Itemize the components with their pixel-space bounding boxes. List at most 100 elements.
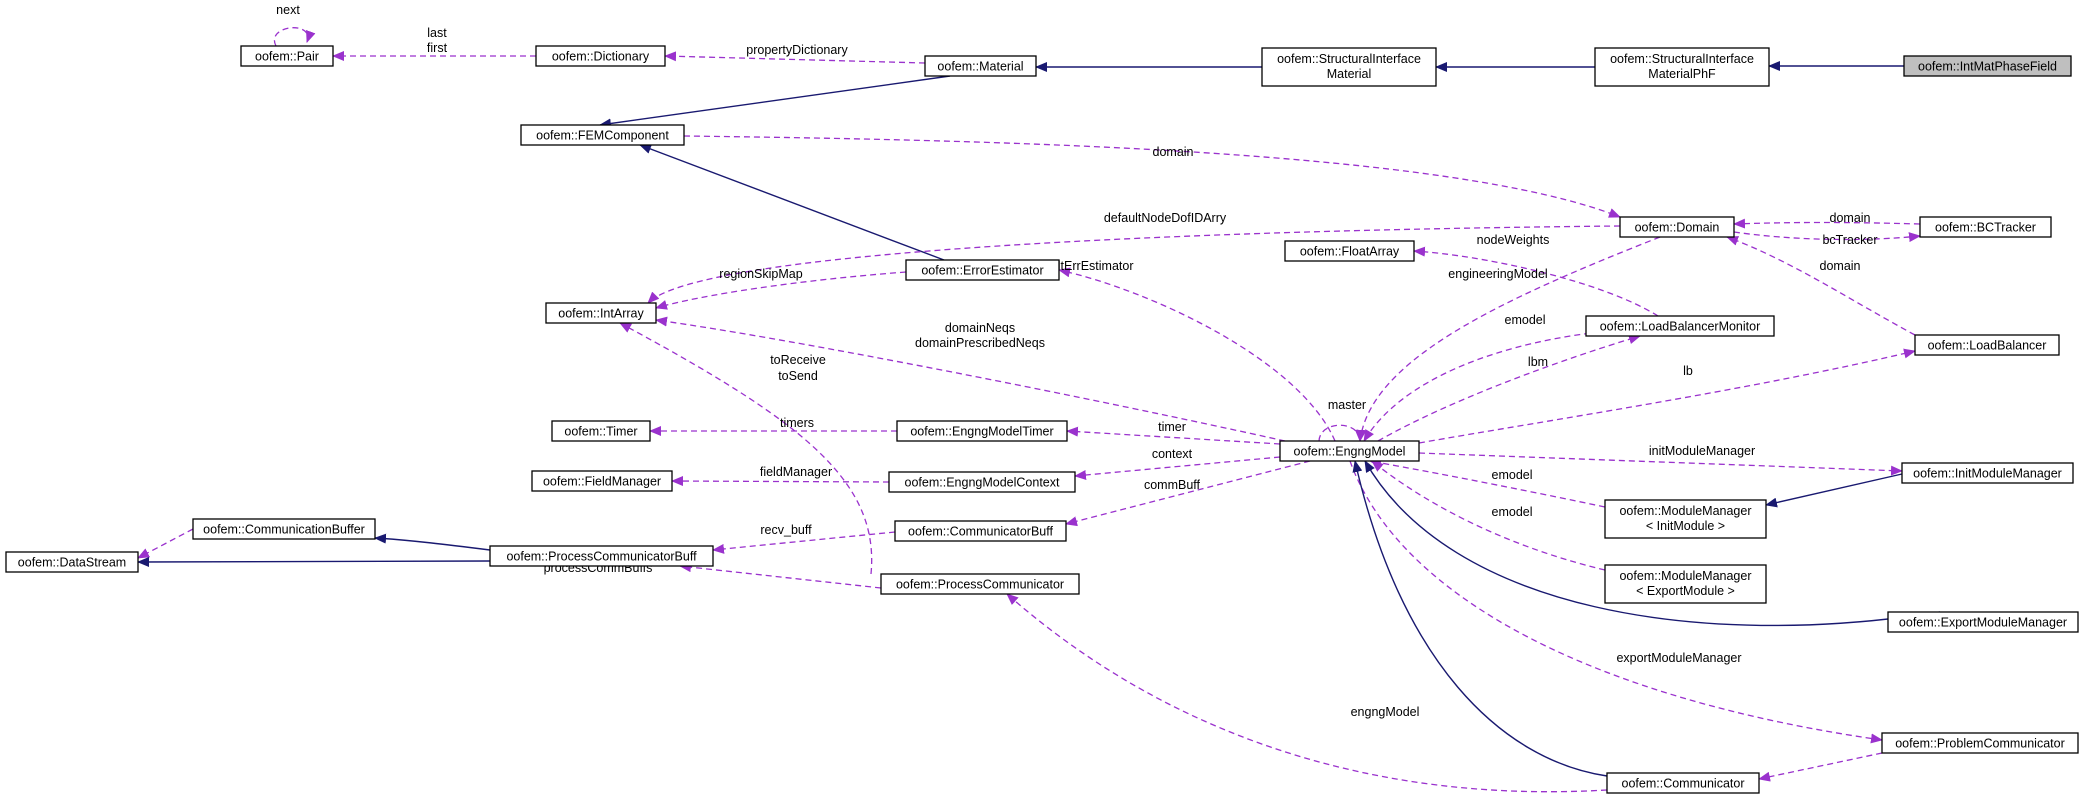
class-node-bctracker[interactable]: oofem::BCTracker xyxy=(1919,216,2052,238)
class-node-exportmm[interactable]: oofem::ExportModuleManager xyxy=(1887,611,2079,633)
class-node-label: oofem::FEMComponent xyxy=(536,129,669,143)
inheritance-edge-pcbuff-datastream xyxy=(374,533,491,551)
edge-label: emodel xyxy=(1505,313,1546,327)
class-node-box xyxy=(5,551,139,573)
edge-label: toSend xyxy=(778,369,818,383)
class-node-label: oofem::LoadBalancer xyxy=(1928,339,2047,353)
usage-edge-lbmonitor-floatarray xyxy=(1413,246,1659,317)
class-node-initmm[interactable]: oofem::InitModuleManager xyxy=(1901,462,2074,484)
class-node-box xyxy=(888,471,1076,493)
class-node-box xyxy=(1606,772,1760,794)
usage-edge-engng-emcontext xyxy=(1074,456,1281,480)
class-node-label: < InitModule > xyxy=(1646,519,1725,533)
class-node-material[interactable]: oofem::Material xyxy=(924,55,1037,77)
edge-label: exportModuleManager xyxy=(1616,651,1741,665)
class-node-femcomp[interactable]: oofem::FEMComponent xyxy=(520,124,685,146)
class-node-label: oofem::ModuleManager xyxy=(1619,504,1751,518)
class-node-box xyxy=(1919,216,2052,238)
class-node-communicator[interactable]: oofem::Communicator xyxy=(1606,772,1760,794)
class-node-emcontext[interactable]: oofem::EngngModelContext xyxy=(888,471,1076,493)
class-node-box xyxy=(1887,611,2079,633)
class-node-box xyxy=(1604,499,1767,539)
usage-edge-domain-engng xyxy=(1356,236,1661,442)
edge-label: domainPrescribedNeqs xyxy=(915,336,1045,350)
edge-label: defaultNodeDofIDArry xyxy=(1104,211,1227,225)
edge-label: emodel xyxy=(1492,468,1533,482)
edge-label: commBuff xyxy=(1144,478,1201,492)
class-node-box xyxy=(1585,315,1775,337)
class-node-lb[interactable]: oofem::LoadBalancer xyxy=(1914,334,2060,356)
class-node-datastream[interactable]: oofem::DataStream xyxy=(5,551,139,573)
class-node-probcomm[interactable]: oofem::ProblemCommunicator xyxy=(1881,732,2079,754)
class-node-label: oofem::Timer xyxy=(564,425,637,439)
class-node-box xyxy=(894,520,1067,542)
class-node-mminit[interactable]: oofem::ModuleManager< InitModule > xyxy=(1604,499,1767,539)
class-node-pc[interactable]: oofem::ProcessCommunicator xyxy=(880,573,1080,595)
edge-label: engngModel xyxy=(1351,705,1420,719)
class-node-commbuff[interactable]: oofem::CommunicatorBuff xyxy=(894,520,1067,542)
usage-edge-lbmonitor-engng xyxy=(1363,329,1621,442)
class-node-label: oofem::ProcessCommunicator xyxy=(896,578,1064,592)
class-node-label: oofem::StructuralInterface xyxy=(1610,52,1754,66)
class-node-engng[interactable]: oofem::EngngModel xyxy=(1279,440,1420,462)
class-node-errest[interactable]: oofem::ErrorEstimator xyxy=(905,259,1060,281)
class-node-mmexport[interactable]: oofem::ModuleManager< ExportModule > xyxy=(1604,564,1767,604)
class-node-box xyxy=(1279,440,1420,462)
inheritance-edge-probcomm-communicator xyxy=(1352,460,1608,777)
class-node-box xyxy=(1903,55,2072,77)
class-node-label: MaterialPhF xyxy=(1648,67,1716,81)
class-node-label: oofem::Material xyxy=(937,60,1023,74)
class-node-dictionary[interactable]: oofem::Dictionary xyxy=(535,45,666,67)
class-node-timer[interactable]: oofem::Timer xyxy=(551,420,651,442)
usage-edge-material-dictionary xyxy=(664,51,926,64)
inheritance-edge-exportmm-mmexport xyxy=(1364,460,1941,627)
usage-edge-engng-commbuff xyxy=(1065,460,1311,527)
usage-edge-emcontext-fieldmgr xyxy=(671,476,890,487)
class-node-fieldmgr[interactable]: oofem::FieldManager xyxy=(531,470,673,492)
class-node-intarray[interactable]: oofem::IntArray xyxy=(545,302,657,324)
edge-label: toReceive xyxy=(770,353,826,367)
edge-label: last xyxy=(427,26,447,40)
class-node-label: oofem::InitModuleManager xyxy=(1913,467,2062,481)
edge-label: lbm xyxy=(1528,355,1548,369)
class-node-commbuf[interactable]: oofem::CommunicationBuffer xyxy=(192,518,376,540)
class-node-intmat[interactable]: oofem::IntMatPhaseField xyxy=(1903,55,2072,77)
class-node-label: oofem::IntArray xyxy=(558,307,644,321)
class-node-label: oofem::CommunicationBuffer xyxy=(203,523,365,537)
usage-edge-engng-engng xyxy=(1318,424,1365,442)
usage-edge-mmexport-engng xyxy=(1371,460,1606,571)
class-node-domain[interactable]: oofem::Domain xyxy=(1619,216,1735,238)
class-node-pcbuff[interactable]: oofem::ProcessCommunicatorBuff xyxy=(489,545,714,567)
class-node-label: oofem::EngngModelContext xyxy=(905,476,1060,490)
class-node-emtimer[interactable]: oofem::EngngModelTimer xyxy=(896,420,1068,442)
class-node-box xyxy=(896,420,1068,442)
class-node-lbmonitor[interactable]: oofem::LoadBalancerMonitor xyxy=(1585,315,1775,337)
class-node-label: oofem::FloatArray xyxy=(1300,245,1400,259)
class-node-label: oofem::EngngModelTimer xyxy=(910,425,1053,439)
class-node-box xyxy=(1619,216,1735,238)
usage-edge-mminit-engng xyxy=(1369,458,1606,508)
edge-label: regionSkipMap xyxy=(719,267,802,281)
class-node-pair[interactable]: oofem::Pair xyxy=(240,45,334,67)
usage-edge-communicator-engng xyxy=(1006,593,1608,793)
usage-edge-communicator-pc xyxy=(137,528,194,559)
usage-edge-bctracker-domain xyxy=(1733,218,1921,229)
usage-edge-domain-intarray xyxy=(647,225,1621,304)
usage-edge-domain-bctracker xyxy=(1733,231,1921,243)
class-node-label: oofem::IntMatPhaseField xyxy=(1918,60,2057,74)
class-node-label: oofem::Dictionary xyxy=(552,50,650,64)
edge-label: bcTracker xyxy=(1822,233,1877,247)
edge-label: master xyxy=(1328,398,1366,412)
class-node-box xyxy=(535,45,666,67)
edge-label: next xyxy=(276,3,300,17)
class-node-label: oofem::ExportModuleManager xyxy=(1899,616,2067,630)
class-node-box xyxy=(489,545,714,567)
class-node-box xyxy=(1284,240,1415,262)
usage-edge-engng-initmm xyxy=(1418,452,1903,476)
class-node-box xyxy=(545,302,657,324)
class-node-floatarray[interactable]: oofem::FloatArray xyxy=(1284,240,1415,262)
class-node-label: oofem::DataStream xyxy=(18,556,126,570)
